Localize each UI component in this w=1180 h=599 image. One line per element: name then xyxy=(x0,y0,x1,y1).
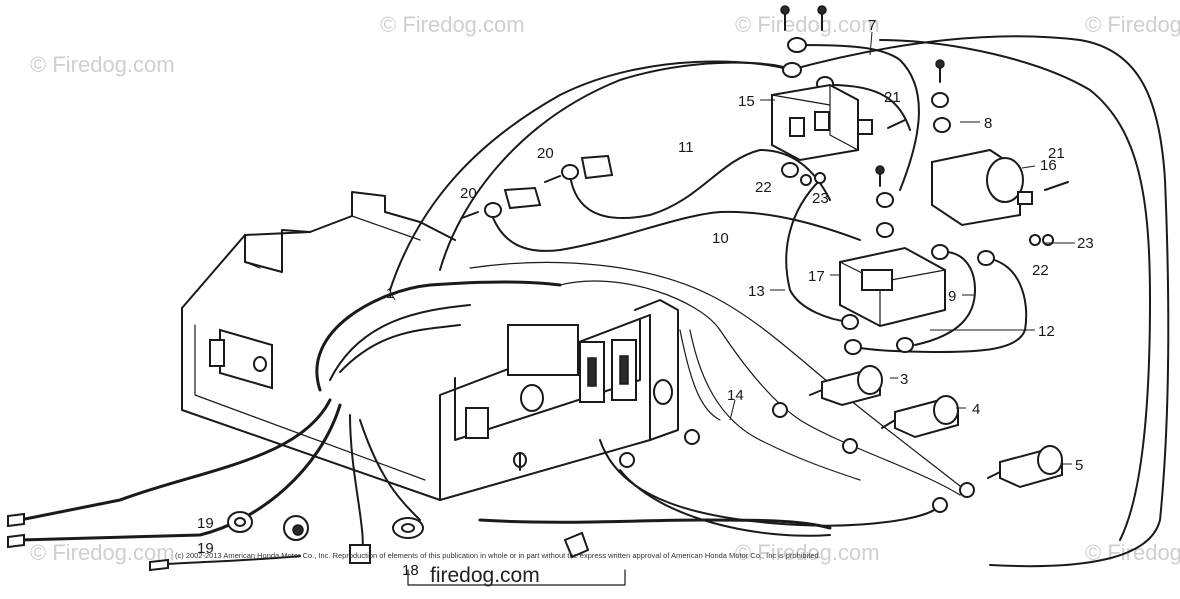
callout-4: 4 xyxy=(972,401,980,418)
copyright-notice: (c) 2002-2013 American Honda Motor Co., … xyxy=(175,551,821,560)
callout-22a: 22 xyxy=(755,179,772,196)
callout-12: 12 xyxy=(1038,323,1055,340)
switch-parts xyxy=(809,365,1063,489)
callout-13: 13 xyxy=(748,283,765,300)
callout-10: 10 xyxy=(712,230,729,247)
grommets xyxy=(227,511,626,586)
watermark: © Firedog.com xyxy=(735,540,880,565)
callout-9: 9 xyxy=(948,288,956,305)
watermark: © Firedog.com xyxy=(735,12,880,37)
wires-9-12 xyxy=(854,250,1028,353)
relay-15 xyxy=(771,83,873,162)
callout-23a: 23 xyxy=(812,190,829,207)
callout-21b: 21 xyxy=(1048,145,1065,162)
watermark-group: © Firedog.com © Firedog.com © Firedog.co… xyxy=(30,12,1180,565)
watermark: © Firedog.com xyxy=(380,12,525,37)
connector-clips xyxy=(503,154,614,210)
callout-20b: 20 xyxy=(460,185,477,202)
callout-15: 15 xyxy=(738,93,755,110)
lead-ends xyxy=(7,512,301,572)
callout-19a: 19 xyxy=(197,515,214,532)
relay-16 xyxy=(931,148,1033,227)
brand-text: firedog.com xyxy=(430,564,540,587)
watermark: © Firedog.com xyxy=(30,540,175,565)
harness-wiring xyxy=(18,60,966,561)
callout-3: 3 xyxy=(900,371,908,388)
callout-17: 17 xyxy=(808,268,825,285)
callout-7: 7 xyxy=(868,17,876,34)
watermark: © Firedog.com xyxy=(1085,12,1180,37)
wires-10-11 xyxy=(489,149,861,323)
callout-14: 14 xyxy=(727,387,744,404)
callout-1: 1 xyxy=(386,285,394,302)
unit-17 xyxy=(839,246,946,328)
callout-8: 8 xyxy=(984,115,992,132)
callout-5: 5 xyxy=(1075,457,1083,474)
watermark: © Firedog.com xyxy=(30,52,175,77)
callout-labels: 1 3 4 5 7 8 9 10 11 12 13 14 15 16 17 18… xyxy=(197,17,1094,579)
left-plate xyxy=(209,328,273,390)
callout-22b: 22 xyxy=(1032,262,1049,279)
callout-11: 11 xyxy=(678,139,694,156)
upper-loop xyxy=(789,35,1170,568)
ring-terminals xyxy=(484,37,995,513)
callout-20a: 20 xyxy=(537,145,554,162)
control-box xyxy=(181,191,679,501)
callout-16: 16 xyxy=(1040,157,1057,174)
callout-23b: 23 xyxy=(1077,235,1094,252)
callout-19b: 19 xyxy=(197,540,214,557)
leader-lines xyxy=(391,31,1075,465)
callout-18: 18 xyxy=(402,562,419,579)
callout-21a: 21 xyxy=(884,89,901,106)
